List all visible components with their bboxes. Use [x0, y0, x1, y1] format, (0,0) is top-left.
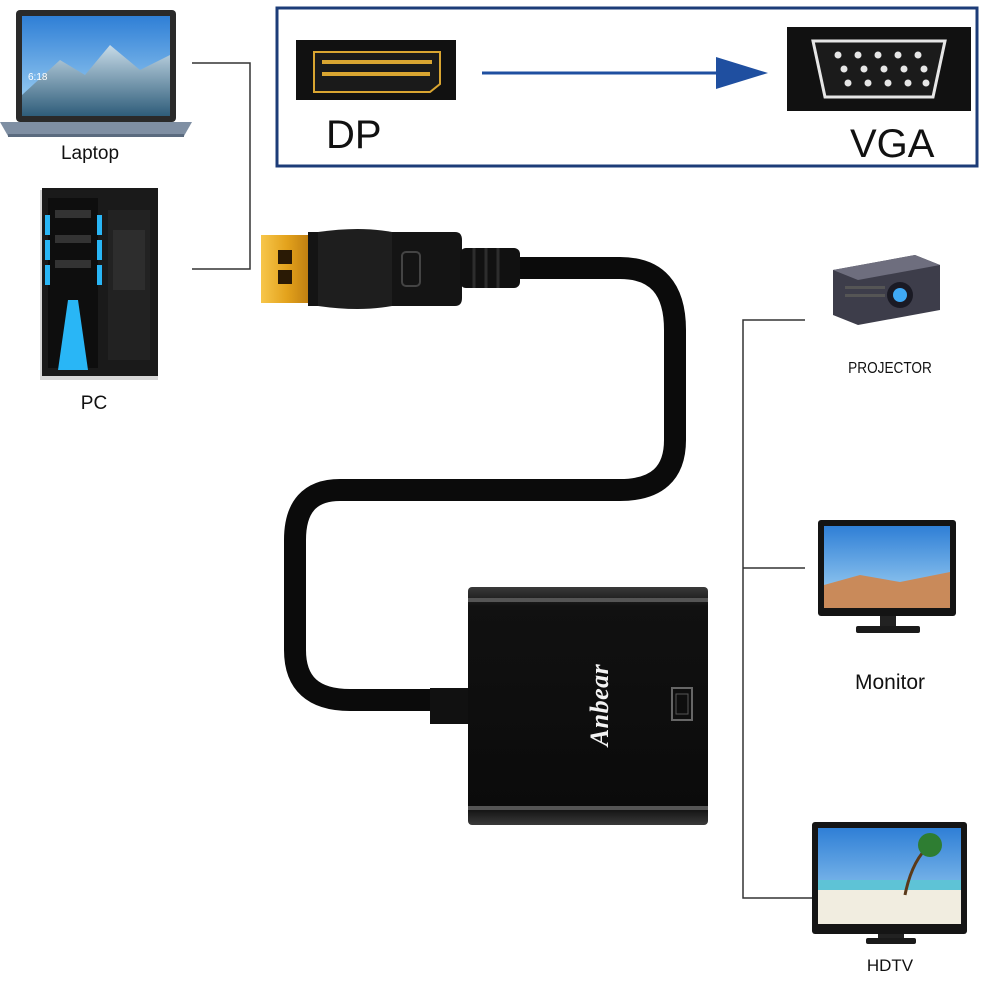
- brand-logo: Anbear: [585, 663, 614, 747]
- dp-label: DP: [326, 113, 382, 157]
- desktop-tower-icon: [40, 188, 158, 380]
- arrow-icon: [482, 57, 768, 89]
- source-bracket-lines: [192, 62, 251, 270]
- displayport-plug: [261, 229, 520, 309]
- dp-to-vga-header: [275, 6, 979, 168]
- displayport-connector-icon: [296, 40, 456, 100]
- monitor-label: Monitor: [854, 671, 926, 694]
- hdtv-label: HDTV: [866, 956, 914, 975]
- projector-icon: [833, 255, 940, 325]
- laptop-label: Laptop: [60, 143, 120, 164]
- output-bracket-lines: [742, 319, 820, 899]
- laptop-icon: 6:18: [0, 10, 192, 137]
- projector-label: PROJECTOR: [848, 360, 932, 377]
- svg-text:6:18: 6:18: [28, 72, 48, 83]
- adapter-cable: [284, 257, 686, 711]
- adapter-body: [430, 587, 708, 825]
- monitor-icon: [818, 520, 956, 633]
- vga-label: VGA: [850, 122, 935, 166]
- pc-label: PC: [80, 393, 108, 414]
- tv-icon: [812, 822, 967, 944]
- vga-port-icon: [787, 27, 971, 111]
